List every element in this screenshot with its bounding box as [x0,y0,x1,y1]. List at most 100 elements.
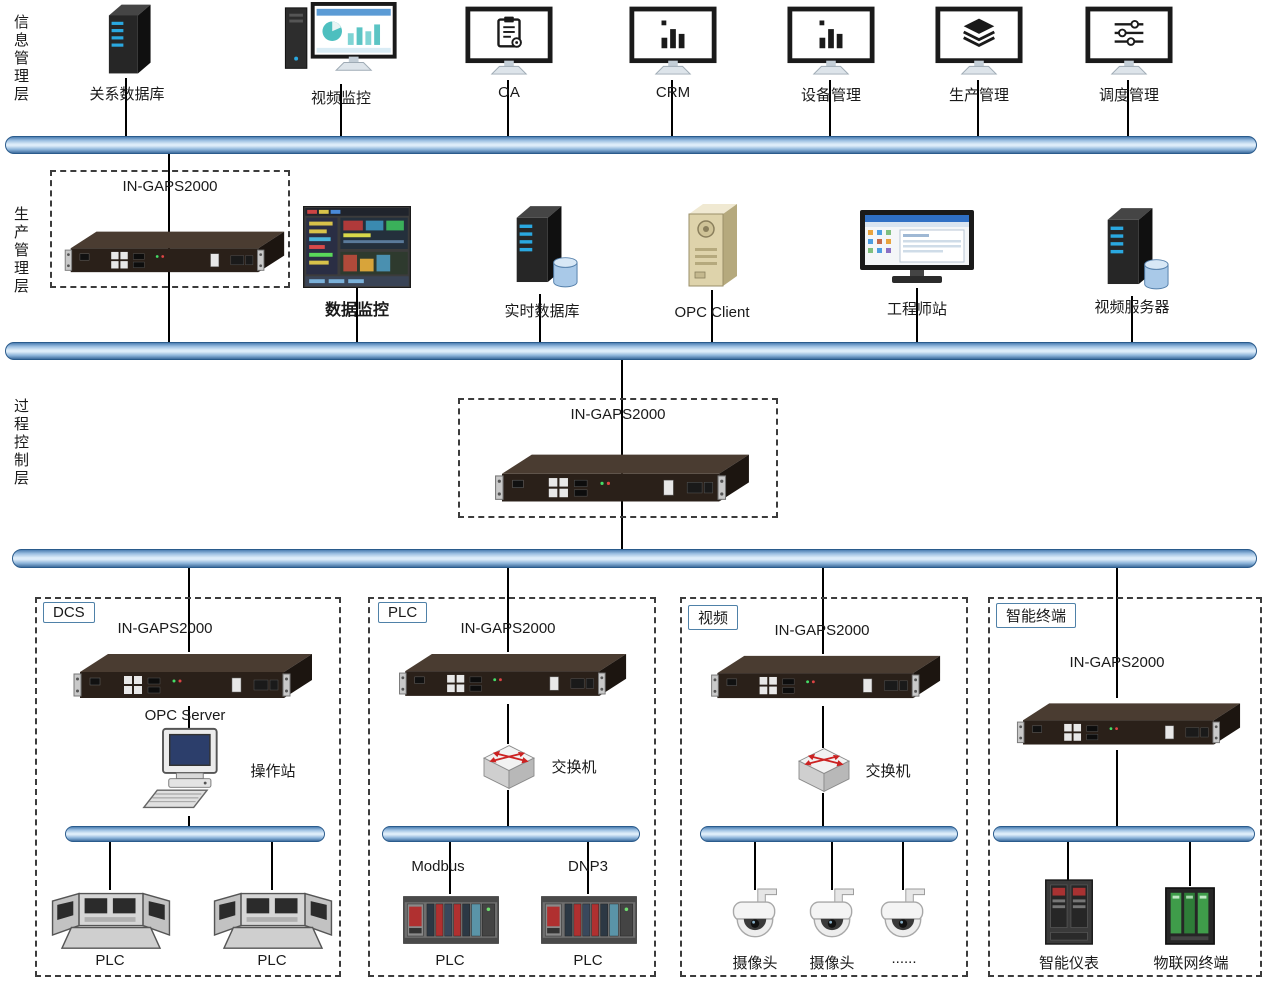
switch-icon [480,742,538,792]
label-engineer-station: 工程师站 [886,301,947,318]
layers-monitor-icon [935,6,1023,79]
gateway-box-process [458,398,778,518]
connector-line [711,290,713,342]
plc-rack-icon [402,892,500,948]
database-server-icon [98,0,156,78]
bus-plc-group [382,826,640,842]
connector-line [1116,750,1118,828]
control-console-icon [208,886,338,952]
group-box-video [680,597,968,977]
connector-line [587,842,589,894]
bus-video-group [700,826,958,842]
node-oa: OA [464,6,554,101]
gateway-box-production [50,170,290,288]
node-label: OA [498,84,520,101]
connector-line [822,568,824,654]
node-relational-db: 关系数据库 [82,0,172,104]
node-label: 调度管理 [1098,87,1159,104]
connector-line [539,294,541,342]
connector-line [188,706,190,728]
iot-terminal-icon [1160,882,1220,950]
connector-line [1116,568,1118,698]
group-tag-video: 视频 [688,605,739,630]
node-crm: CRM [628,6,718,101]
connector-line [822,793,824,828]
dome-camera-icon [803,886,861,950]
connector-line [340,84,342,136]
rack-gateway-icon [390,644,628,704]
sliders-monitor-icon [1085,6,1173,79]
group-tag-dcs: DCS [43,602,95,623]
group-box-plc [368,597,656,977]
node-device-management: 设备管理 [786,6,876,105]
database-server-icon [505,200,579,292]
control-console-icon [46,886,176,952]
chart-monitor-icon [787,6,875,79]
connector-line [822,706,824,748]
connector-line [188,816,190,828]
rack-gateway-icon [702,646,942,706]
label-realtime-db: 实时数据库 [504,303,580,320]
scada-screen-icon [303,206,411,288]
connector-line [1189,842,1191,886]
connector-line [621,360,623,549]
layer-label-info: 信息管理层 [12,14,29,104]
connector-line [902,842,904,890]
label-plc-plc-1: PLC [435,952,465,969]
connector-line [356,288,358,342]
rack-gateway-icon [1008,694,1242,752]
label-dcs-plc-1: PLC [95,952,125,969]
label-camera-2: 摄像头 [809,955,855,972]
node-label: 设备管理 [800,87,861,104]
node-label: 视频监控 [310,90,371,107]
connector-line [507,80,509,136]
dome-camera-icon [874,886,932,950]
group-tag-plc: PLC [378,602,428,623]
gateway-label-production: IN-GAPS2000 [122,178,218,195]
gateway-label-video: IN-GAPS2000 [774,622,870,639]
label-iot-terminal: 物联网终端 [1153,955,1229,972]
connector-line [671,80,673,136]
connector-line [829,80,831,136]
node-label: 生产管理 [948,87,1009,104]
connector-line [449,842,451,894]
label-switch: 交换机 [865,763,911,780]
group-box-dcs [35,597,341,977]
gateway-label-process: IN-GAPS2000 [570,406,666,423]
dome-camera-icon [726,886,784,950]
connector-line [754,842,756,890]
clipboard-monitor-icon [465,6,553,79]
label-dcs-plc-2: PLC [257,952,287,969]
label-plc-plc-2: PLC [573,952,603,969]
gateway-label-plc: IN-GAPS2000 [460,620,556,637]
connector-line [507,568,509,652]
layer-label-production: 生产管理层 [12,206,29,296]
connector-line [1127,80,1129,136]
label-opc-client: OPC Client [674,304,750,321]
connector-line [507,704,509,744]
bus-dcs-group [65,826,325,842]
connector-line [831,842,833,890]
label-opc-server: OPC Server [144,707,226,724]
smart-meter-icon [1038,876,1100,950]
node-dispatch-management: 调度管理 [1084,6,1174,105]
rack-gateway-icon [56,220,286,282]
rack-gateway-icon [466,444,770,510]
plc-rack-icon [540,892,638,948]
workstation-icon [281,2,401,82]
node-production-management: 生产管理 [934,6,1024,105]
gateway-label-smart: IN-GAPS2000 [1069,654,1165,671]
node-video-monitoring: 视频监控 [280,2,402,108]
label-camera-1: 摄像头 [732,955,778,972]
connector-line [507,790,509,828]
label-camera-more: ...... [891,950,917,967]
label-protocol-dnp3: DNP3 [567,858,608,875]
label-video-server: 视频服务器 [1094,299,1170,316]
connector-line [977,80,979,136]
layer-label-process: 过程控制层 [12,398,29,488]
label-protocol-modbus: Modbus [411,858,465,875]
desktop-computer-icon [140,724,232,820]
tower-server-icon [679,202,745,292]
node-label: CRM [655,84,691,101]
